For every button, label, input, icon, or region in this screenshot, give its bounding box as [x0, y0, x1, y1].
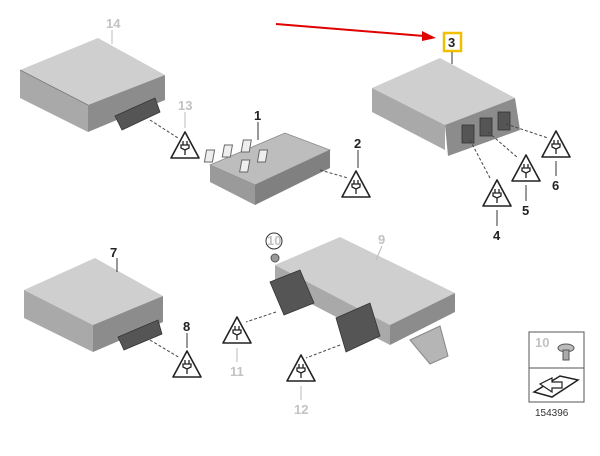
callout-10: 10	[267, 233, 281, 248]
circled-callout-10	[265, 232, 283, 250]
callout-5: 5	[522, 203, 529, 218]
plug-warning-icon	[541, 130, 571, 158]
callout-13: 13	[178, 98, 192, 113]
callout-2: 2	[354, 136, 361, 151]
red-arrowhead-icon	[422, 31, 436, 41]
connector-block-part-1[interactable]	[203, 132, 332, 205]
plug-warning-icon	[286, 354, 316, 382]
callout-1: 1	[254, 108, 261, 123]
highlight-box	[442, 31, 463, 53]
callout-9: 9	[378, 232, 385, 247]
mounting-surface-icon	[532, 375, 580, 398]
callout-8: 8	[183, 319, 190, 334]
callout-3[interactable]: 3	[448, 35, 455, 50]
screw-icon	[557, 343, 575, 361]
plug-warning-icon	[341, 170, 371, 198]
callout-4: 4	[493, 228, 501, 243]
module-part-14[interactable]	[19, 38, 165, 132]
plug-warning-icon	[511, 154, 541, 182]
control-unit-part-9[interactable]	[269, 237, 455, 365]
plug-warning-icon	[222, 316, 252, 344]
callout-7: 7	[110, 245, 117, 260]
dashed-line-12	[305, 344, 341, 359]
dashed-line-4	[469, 139, 491, 179]
callout-11: 11	[230, 364, 244, 379]
plug-warning-icon	[482, 179, 512, 207]
legend-part-number: 10	[535, 335, 549, 350]
dashed-line-6	[505, 123, 549, 139]
plug-warning-icon	[170, 131, 200, 159]
dashed-line-5	[487, 131, 519, 159]
legend-box: 10 154396	[528, 331, 585, 419]
callout-14: 14	[106, 16, 121, 31]
leader-9	[375, 245, 383, 261]
red-arrow-icon	[275, 23, 425, 37]
callout-6: 6	[552, 178, 559, 193]
plug-warning-icon	[172, 350, 202, 378]
module-part-3[interactable]	[372, 58, 520, 156]
module-part-7[interactable]	[24, 258, 163, 352]
dashed-line-2	[319, 169, 349, 179]
dashed-line-8	[149, 339, 181, 359]
callout-12: 12	[294, 402, 308, 417]
dashed-line-13	[149, 119, 179, 139]
diagram-id: 154396	[535, 408, 569, 419]
dashed-line-11	[245, 311, 277, 323]
